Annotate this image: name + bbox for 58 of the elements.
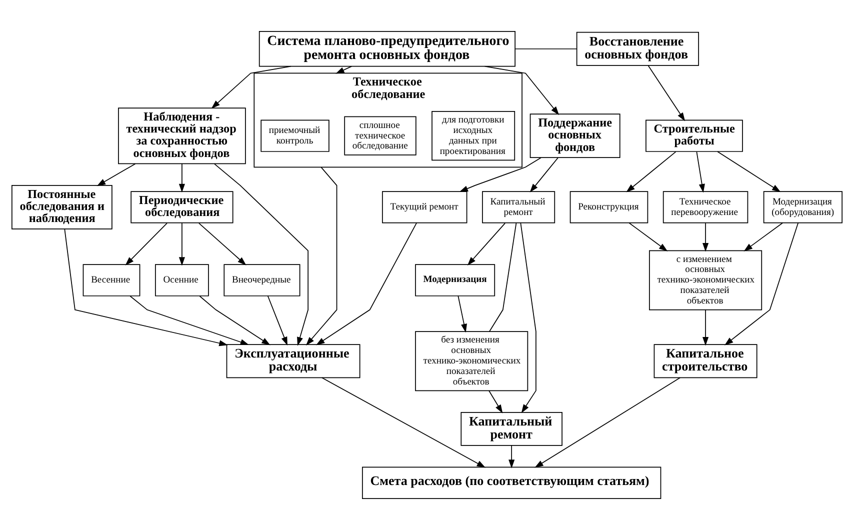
arrow: [336, 65, 352, 74]
arrow: [96, 162, 136, 186]
connector: [488, 222, 517, 332]
arrow: [724, 222, 799, 345]
arrow: [744, 222, 783, 251]
node-box: без изменения основных технико-экономических показателей объектов: [415, 330, 528, 391]
node-box: с изменением основных технико-экономических показателей объектов: [649, 250, 762, 310]
arrow: [125, 222, 168, 265]
arrow: [321, 376, 486, 468]
arrow: [696, 150, 705, 192]
arrow: [702, 222, 709, 252]
arrow: [717, 150, 781, 192]
node-box: Осенние: [155, 264, 209, 296]
arrow: [467, 222, 506, 265]
node-box: Текущий ремонт: [382, 190, 468, 223]
arrow: [702, 308, 709, 346]
node-box: Реконструкция: [570, 190, 648, 223]
node-box: Система планово-предупредительного ремонта основных фондов: [258, 30, 516, 66]
node-box: Весенние: [82, 264, 140, 296]
arrow: [214, 162, 308, 346]
node-box: для подготовки исходных данных при проектирования: [432, 110, 516, 160]
node-box: Смета расходов (по соответствующим статьям): [362, 466, 662, 498]
arrow: [520, 222, 536, 413]
arrow: [199, 295, 270, 345]
arrow: [628, 222, 668, 251]
arrow: [534, 376, 681, 468]
node-box: Капитальный ремонт: [482, 190, 556, 223]
arrow: [198, 222, 246, 265]
arrow: [64, 228, 228, 346]
arrow: [306, 166, 338, 346]
arrow: [459, 156, 542, 192]
arrow: [508, 444, 515, 468]
arrow: [648, 64, 686, 121]
node-box: Техническое перевооружение: [662, 190, 748, 223]
arrow: [530, 156, 559, 192]
node-box: сплошное техническое обследование: [344, 116, 416, 155]
node-box: Капитальный ремонт: [460, 411, 562, 446]
node-box: Восстановление основных фондов: [576, 31, 699, 66]
arrow: [626, 150, 676, 192]
arrow: [458, 295, 467, 332]
node-box: Капитальное строительство: [654, 344, 758, 378]
arrow: [178, 222, 185, 266]
node-box: Модернизация (оборудования): [763, 190, 842, 223]
node-box: Наблюдения - технический надзор за сохранностью основных фондов: [118, 107, 246, 164]
node-box: Внеочередные: [224, 264, 300, 296]
node-box: Периодические обследования: [130, 190, 234, 223]
connector: [514, 48, 578, 49]
node-box: Строительные работы: [646, 119, 743, 152]
arrow: [488, 390, 503, 413]
arrow: [178, 162, 185, 192]
arrow: [130, 295, 250, 345]
node-box: Модернизация: [415, 264, 496, 296]
node-box: приемочный контроль: [260, 119, 330, 152]
node-box: Постоянные обследования и наблюдения: [12, 184, 112, 229]
arrow: [267, 295, 288, 346]
node-box: Эксплуатационные расходы: [226, 344, 360, 378]
arrow: [316, 222, 418, 345]
node-box: Поддержание основных фондов: [530, 113, 620, 158]
